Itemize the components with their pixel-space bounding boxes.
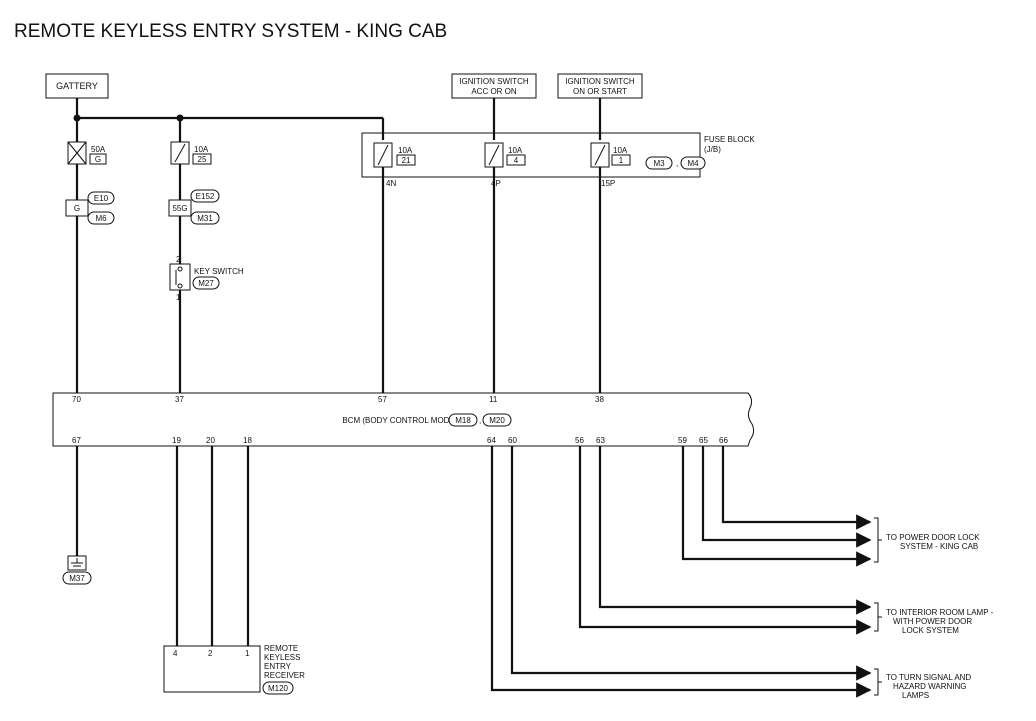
wire-pin-64 <box>490 446 872 698</box>
ignition-switch-acc-box <box>451 73 537 99</box>
fuse-id: 4 <box>514 156 519 165</box>
output-label: SYSTEM - KING CAB <box>900 542 978 551</box>
connector-tag <box>680 156 706 170</box>
key-switch-label: KEY SWITCH <box>194 267 244 276</box>
wire-pin-65 <box>701 446 872 548</box>
output-label: TO INTERIOR ROOM LAMP - <box>886 608 994 617</box>
bracket <box>874 668 882 696</box>
fuse-id: 25 <box>198 155 207 164</box>
key-switch-pin-bottom: 1 <box>176 293 181 302</box>
fuse-terminal: 4P <box>491 179 501 188</box>
receiver-connector: M120 <box>268 684 289 693</box>
output-label: WITH POWER DOOR <box>893 617 972 626</box>
joint-label: G <box>74 204 80 213</box>
connector-tag <box>482 413 512 427</box>
ground-connector: M37 <box>69 574 85 583</box>
receiver-box <box>163 645 261 693</box>
joint-label: 55G <box>172 204 187 213</box>
receiver-label-line: ENTRY <box>264 662 292 671</box>
connector-label: M4 <box>687 159 699 168</box>
receiver-label-line: RECEIVER <box>264 671 305 680</box>
fuse-amp: 10A <box>508 146 523 155</box>
ignition-acc-line2: ACC OR ON <box>471 87 517 96</box>
output-label: LOCK SYSTEM <box>902 626 959 635</box>
bcm-pin: 65 <box>699 436 708 445</box>
output-label: LAMPS <box>902 691 929 700</box>
connector-label: M27 <box>198 279 214 288</box>
connector-tag <box>262 681 294 695</box>
connector-label: M3 <box>653 159 665 168</box>
connector-tag <box>87 211 115 225</box>
bcm-pin: 18 <box>243 436 252 445</box>
bracket <box>874 602 882 632</box>
fuse-terminal: 15P <box>601 179 615 188</box>
wire-pin-63 <box>598 446 872 615</box>
receiver-label-line: REMOTE <box>264 644 298 653</box>
fuse-id: G <box>95 155 101 164</box>
output-label: TO TURN SIGNAL AND <box>886 673 971 682</box>
receiver-pin: 4 <box>173 649 178 658</box>
fuse-terminal: 4N <box>386 179 396 188</box>
fuse-amp: 10A <box>194 145 209 154</box>
bcm-pin: 70 <box>72 395 81 404</box>
battery-box <box>45 73 109 99</box>
bcm-box <box>52 392 755 447</box>
connector-tag <box>448 413 478 427</box>
connector-tag <box>62 571 92 585</box>
bcm-pin: 57 <box>378 395 387 404</box>
bcm-pin: 60 <box>508 436 517 445</box>
bcm-pin: 63 <box>596 436 605 445</box>
ignition-start-line2: ON OR START <box>573 87 627 96</box>
bcm-pin: 59 <box>678 436 687 445</box>
connector-label: E152 <box>196 192 215 201</box>
ignition-start-line1: IGNITION SWITCH <box>565 77 635 86</box>
receiver-label-line: KEYLESS <box>264 653 300 662</box>
fuse-amp: 10A <box>398 146 413 155</box>
diagram-title: REMOTE KEYLESS ENTRY SYSTEM - KING CAB <box>14 21 447 42</box>
bcm-pin: 66 <box>719 436 728 445</box>
connector-tag <box>192 276 220 290</box>
bcm-pin: 20 <box>206 436 215 445</box>
svg-text:,: , <box>676 159 678 168</box>
bcm-pin: 38 <box>595 395 604 404</box>
connector-label: M31 <box>197 214 213 223</box>
svg-text:,: , <box>479 416 481 425</box>
wire-pin-59 <box>681 446 872 567</box>
connector-label: M18 <box>455 416 471 425</box>
connector-tag <box>190 189 220 203</box>
bcm-pin: 64 <box>487 436 496 445</box>
connector-label: E10 <box>94 194 109 203</box>
fuse-id: 1 <box>619 156 624 165</box>
connector-tag <box>190 211 220 225</box>
fuse-amp: 10A <box>613 146 628 155</box>
receiver-pin: 2 <box>208 649 213 658</box>
connector-tag <box>87 191 115 205</box>
wire-pin-60 <box>510 446 872 681</box>
connector-label: M6 <box>95 214 107 223</box>
receiver-pin: 1 <box>245 649 250 658</box>
wire-pin-66 <box>721 446 872 530</box>
battery-label: GATTERY <box>56 81 98 91</box>
connector-tag <box>645 156 673 170</box>
bcm-pin: 19 <box>172 436 181 445</box>
fuse-block-box <box>361 132 701 178</box>
bcm-pin: 56 <box>575 436 584 445</box>
fuse-amp: 50A <box>91 145 106 154</box>
bcm-pin: 67 <box>72 436 81 445</box>
wire-pin-56 <box>578 446 872 635</box>
fuse-id: 21 <box>402 156 411 165</box>
connector-label: M20 <box>489 416 505 425</box>
fuse-block-label: FUSE BLOCK <box>704 135 755 144</box>
output-label: HAZARD WARNING <box>893 682 966 691</box>
bcm-pin: 11 <box>489 395 498 404</box>
fuse-block-jb: (J/B) <box>704 145 721 154</box>
key-switch-icon <box>169 263 191 291</box>
output-label: TO POWER DOOR LOCK <box>886 533 980 542</box>
bracket <box>874 517 882 563</box>
bcm-label: BCM (BODY CONTROL MODULE) <box>342 416 468 425</box>
bcm-pin: 37 <box>175 395 184 404</box>
key-switch-pin-top: 2 <box>176 255 181 264</box>
ignition-acc-line1: IGNITION SWITCH <box>459 77 529 86</box>
